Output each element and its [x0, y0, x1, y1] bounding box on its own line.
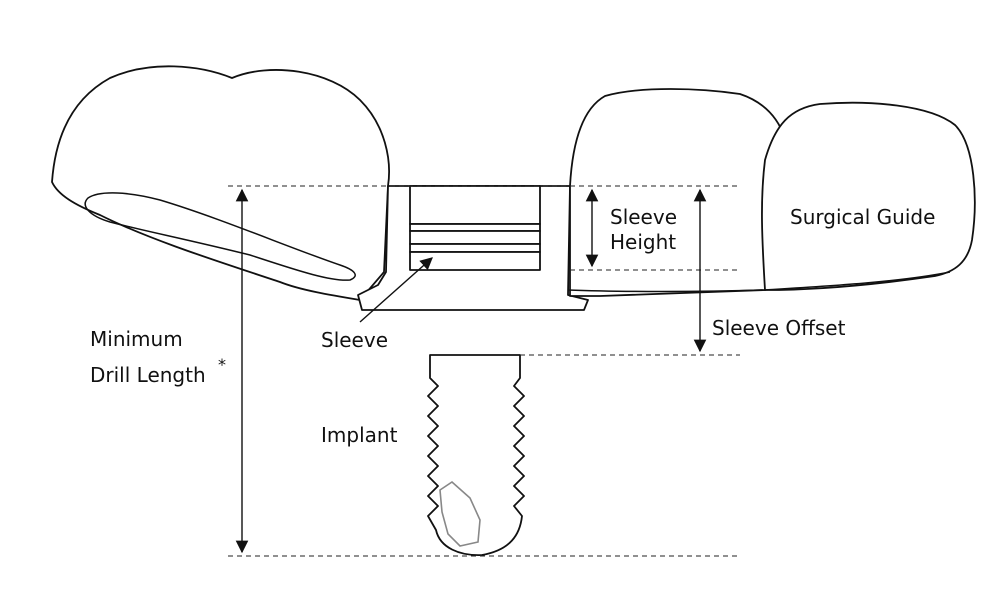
- left-guide-inner-shape: [84, 192, 356, 281]
- surgical-guide-label: Surgical Guide: [790, 205, 935, 229]
- sleeve-groove: [409, 230, 541, 245]
- implant-body: [427, 354, 525, 556]
- left-tooth-guide: [51, 65, 390, 301]
- sleeve-ring-2: [409, 243, 541, 253]
- min-drill-length-label-line1: Minimum: [90, 327, 183, 351]
- guide-bottom-edge: [567, 271, 951, 293]
- sleeve: [409, 185, 541, 271]
- sleeve-height-label-line1: Sleeve: [610, 205, 677, 229]
- implant-apical-core: [439, 480, 481, 547]
- sleeve-leader-arrow: [359, 257, 433, 323]
- sleeve-bottom-body: [409, 251, 541, 271]
- implant-label: Implant: [321, 423, 398, 447]
- sleeve-height-label-line2: Height: [610, 230, 676, 254]
- implant: [427, 354, 525, 556]
- right-tooth-guide-back: [761, 101, 976, 291]
- sleeve-offset-label: Sleeve Offset: [712, 316, 846, 340]
- right-tooth-guide-front: [569, 88, 787, 297]
- sleeve-ring-1: [409, 223, 541, 232]
- sleeve-label: Sleeve: [321, 328, 388, 352]
- min-drill-length-label-line2: Drill Length: [90, 363, 206, 387]
- sleeve-top-body: [409, 185, 541, 225]
- min-drill-length-footnote-mark: *: [218, 355, 226, 374]
